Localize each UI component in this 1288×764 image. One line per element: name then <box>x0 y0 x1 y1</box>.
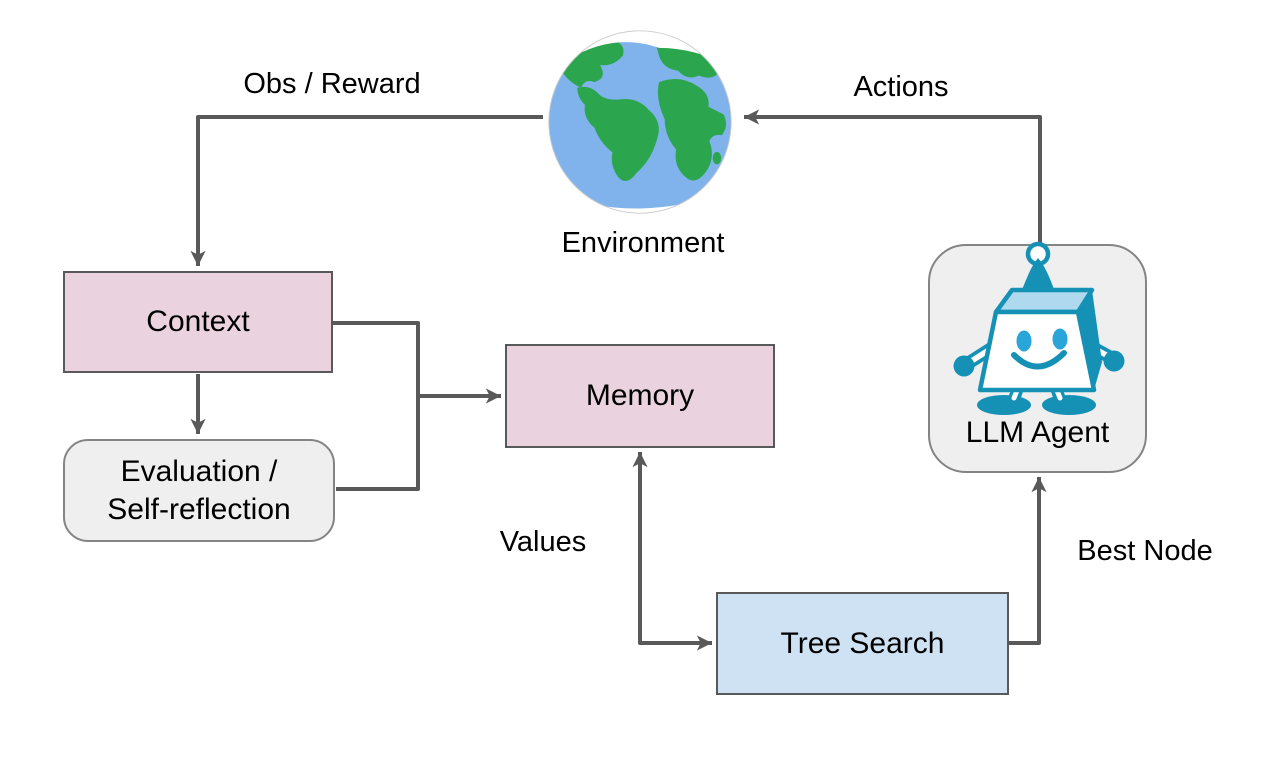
evaluation-node: Evaluation / Self-reflection <box>63 439 335 542</box>
environment-globe-icon <box>548 30 732 214</box>
context-node: Context <box>63 271 333 373</box>
llm-robot-icon <box>953 241 1124 415</box>
tree-search-node-label: Tree Search <box>780 626 945 660</box>
edge-context-evaluation-junction <box>333 321 420 491</box>
edge-environment-to-context <box>190 115 543 266</box>
edge-llm-to-environment <box>744 109 1042 246</box>
memory-node-label: Memory <box>585 379 695 413</box>
edge-label-obs-reward: Obs / Reward <box>243 68 421 100</box>
llm-agent-node-label: LLM Agent <box>965 416 1110 449</box>
edge-label-values: Values <box>499 526 587 558</box>
context-node-label: Context <box>146 305 250 339</box>
edge-label-actions: Actions <box>853 71 949 103</box>
memory-node: Memory <box>505 344 775 448</box>
island-landmass <box>712 151 722 165</box>
llm-agent-node: LLM Agent <box>928 241 1147 473</box>
africa-landmass <box>657 79 727 181</box>
tree-search-node: Tree Search <box>716 592 1009 695</box>
edge-treesearch-memory-values <box>632 452 712 651</box>
edge-label-best-node: Best Node <box>1077 535 1213 567</box>
evaluation-node-label: Evaluation / Self-reflection <box>107 455 291 526</box>
edge-treesearch-to-llm <box>1009 477 1047 645</box>
south-america-landmass <box>577 86 659 182</box>
environment-label: Environment <box>561 227 725 259</box>
